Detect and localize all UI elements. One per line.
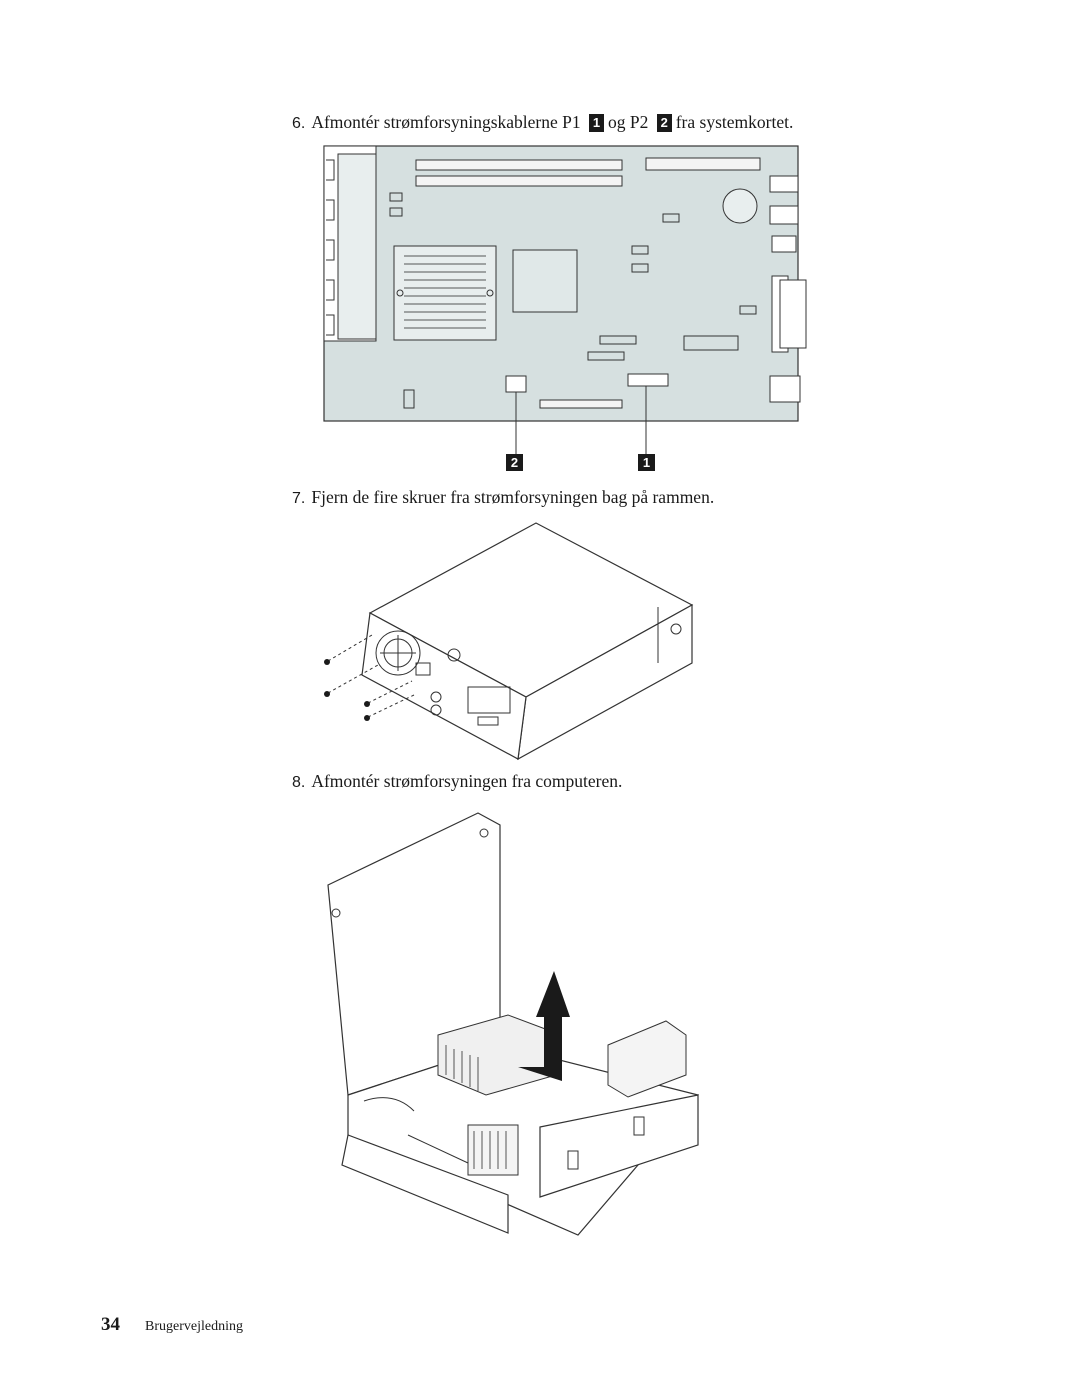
callout-1: 1 [588,114,604,132]
step-number: 6. [292,115,306,132]
step-number: 8. [292,774,306,791]
computer-rear-figure [324,522,694,761]
step-text: Afmontér strømforsyningen fra computeren… [311,771,623,791]
step-8: 8. Afmontér strømforsyningen fra computer… [292,771,622,792]
document-title: Brugervejledning [145,1319,243,1334]
step-number: 7. [292,490,306,507]
step-text: Afmontér strømforsyningskablerne P1 [311,112,581,132]
step-text: fra systemkortet. [675,112,794,132]
step-7: 7. Fjern de fire skruer fra strømforsynin… [292,487,714,508]
callout-1: 1 [643,455,650,470]
step-text: og P2 [607,112,649,132]
power-supply-removal-figure [327,812,700,1236]
system-board-figure: 2 1 [323,145,807,471]
callout-2: 2 [511,455,518,470]
step-text: Fjern de fire skruer fra strømforsyninge… [311,487,715,507]
callout-2: 2 [656,114,672,132]
page-number: 34 [101,1314,120,1335]
